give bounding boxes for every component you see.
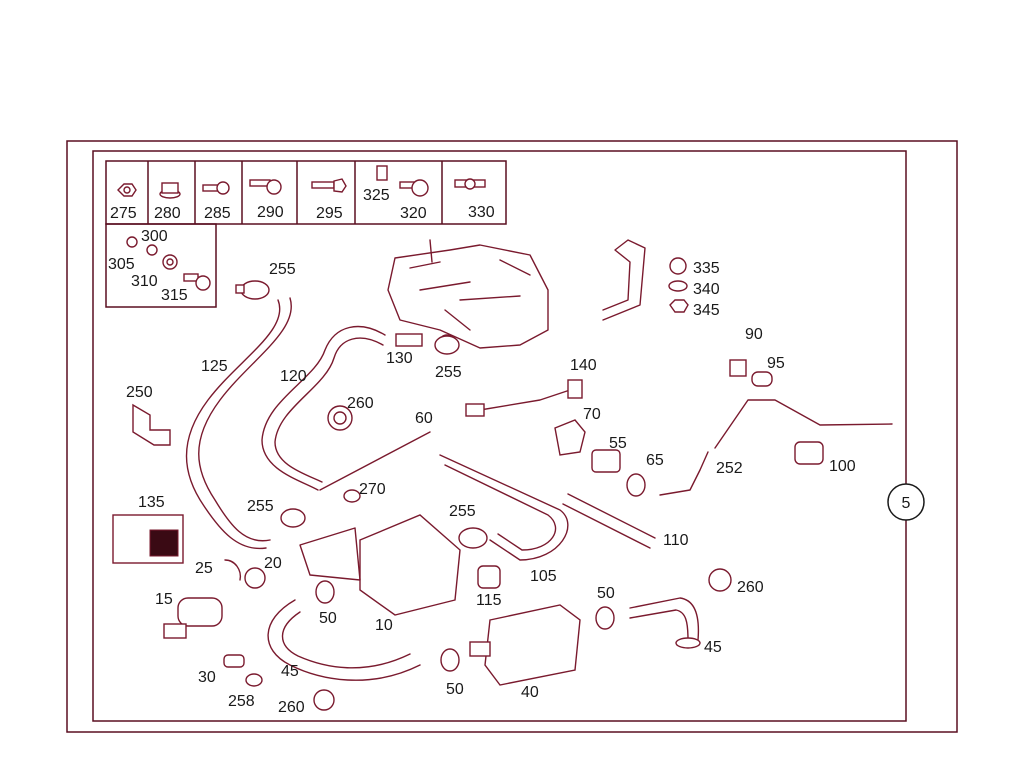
stud-icon [454,178,486,190]
hardware-box [105,160,507,308]
insulator-100 [794,441,824,465]
clamp-50 [440,648,460,672]
wiring-harness-140 [465,379,583,417]
mount-bracket [602,239,689,321]
exhaust-hose-45 [267,599,421,681]
flange-nut-icon [159,182,181,199]
hose-clamp [434,335,460,355]
hose-clamp [458,527,488,549]
clip-25 [224,559,242,581]
outer-frame [66,140,958,733]
pipe-line [714,399,893,449]
clip-icon [376,165,388,181]
screw-icon [202,181,230,195]
screw-icon [399,179,429,197]
tailpipe-45 [629,597,701,649]
grommet-95 [751,371,773,387]
hose-125-outer [185,299,281,550]
clip-250 [132,403,171,446]
ring-260 [313,689,335,711]
ring-260 [708,568,732,592]
bolt-icon [249,179,282,195]
ring-20 [244,567,266,589]
connector-130 [395,333,423,347]
sheet-number-badge: 5 [887,483,925,521]
seal-65 [626,473,646,497]
clip-90 [729,359,747,377]
hose-clamp [235,280,270,300]
washer-icon [126,236,211,291]
tube-110 [562,493,656,549]
grommet-115 [477,565,501,589]
ring-260 [327,405,353,431]
hose-105-outer [444,464,557,551]
bolt-icon [311,178,347,193]
heater-unit-10 [299,514,461,616]
hose-120-outer [274,337,384,483]
hose-clamp [280,508,306,528]
nut-icon [117,183,137,197]
hose-clamp [343,489,361,503]
inner-frame [92,150,907,722]
clamp-258 [245,673,263,687]
hose-120 [261,325,386,491]
pipe-252 [659,451,709,496]
hose-30 [223,654,245,668]
label-plate-135 [112,514,184,564]
bracket-70 [554,419,586,456]
engine-block [387,239,549,352]
hose-60-105 [319,431,569,561]
clamp-50 [315,580,335,604]
clamp-50 [595,606,615,630]
svg-text:5: 5 [902,495,911,512]
exhaust-hose-45-outer [282,611,411,669]
sensor-55 [591,449,621,473]
pump-15 [163,597,223,639]
hose-125 [198,297,292,542]
muffler-40 [469,604,581,686]
